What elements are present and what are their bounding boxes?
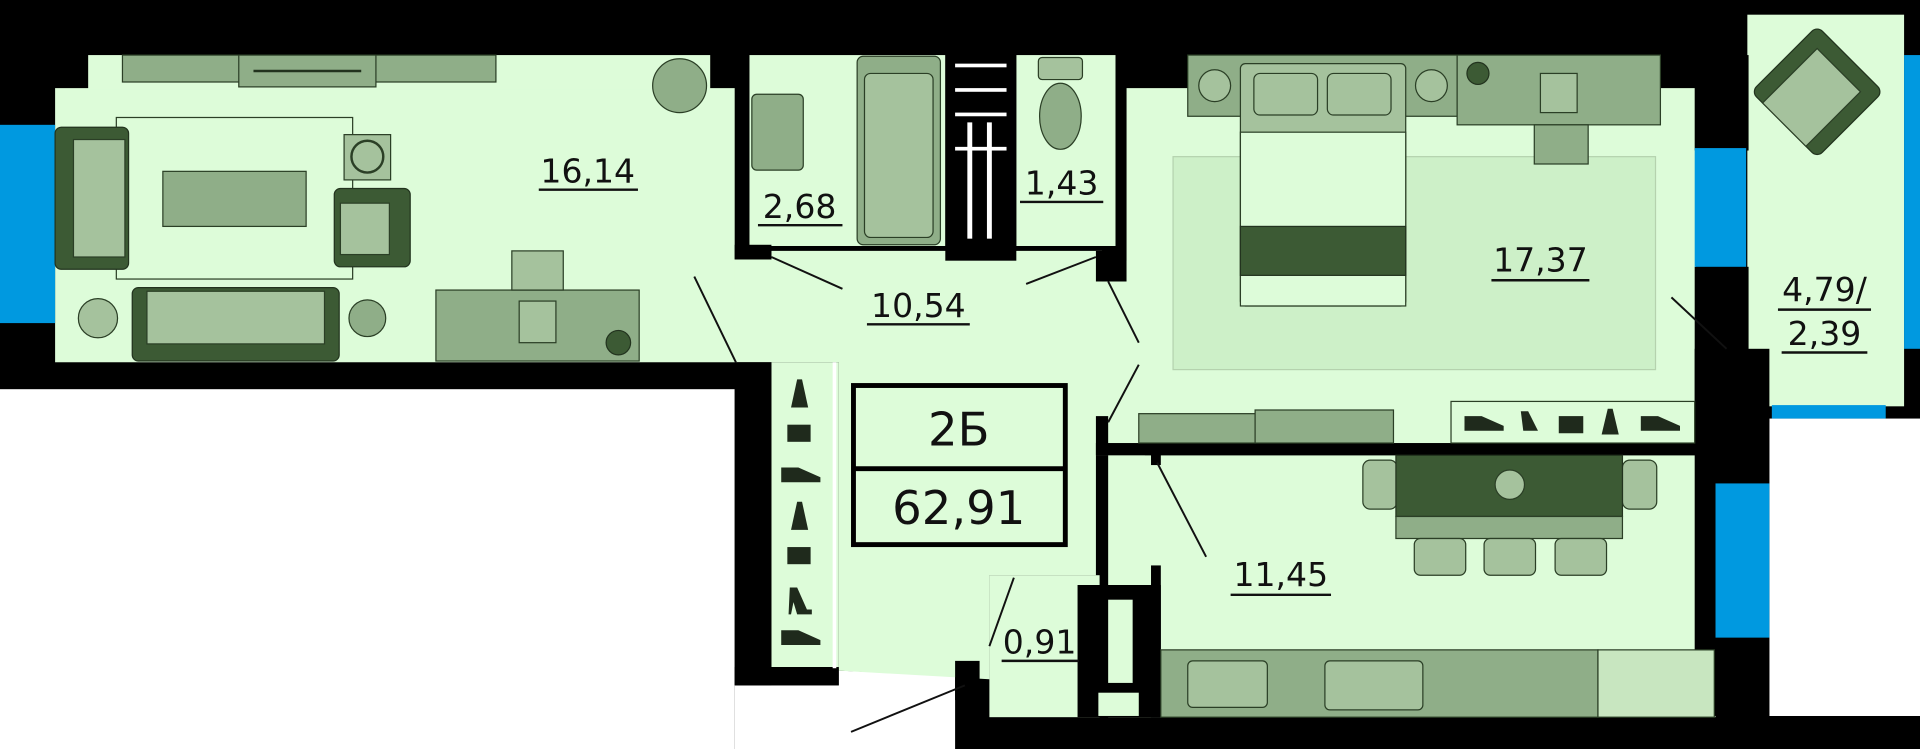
briefcase-icon xyxy=(787,547,811,565)
plant-icon xyxy=(652,58,708,114)
plant-icon xyxy=(77,298,119,339)
bedroom-furniture xyxy=(1138,54,1696,444)
total-area: 62,91 xyxy=(892,481,1025,535)
heel-icon xyxy=(788,587,812,615)
window-bedroom xyxy=(1694,148,1747,267)
hall-area: 10,54 xyxy=(871,286,966,325)
stove xyxy=(1324,660,1424,711)
laptop-icon xyxy=(1539,72,1578,114)
desk-chair xyxy=(511,250,564,291)
watermark-text: Домклик xyxy=(153,637,407,694)
briefcase-icon xyxy=(787,424,811,442)
bedroom-area: 17,37 xyxy=(1493,241,1588,280)
inner-walls xyxy=(734,55,1770,718)
shelf xyxy=(1138,413,1256,444)
storage-area: 0,91 xyxy=(1003,623,1077,662)
fridge xyxy=(1597,649,1715,718)
closet-items xyxy=(781,379,821,645)
window-balcony-bottom xyxy=(1771,405,1886,419)
windows xyxy=(0,55,1920,638)
balcony-armchair xyxy=(1753,28,1881,156)
wc-area: 1,43 xyxy=(1025,164,1099,203)
dress-icon xyxy=(791,379,809,408)
dress-icon xyxy=(791,501,809,530)
balcony-area-reduced: 2,39 xyxy=(1788,314,1862,353)
bath-fixtures xyxy=(751,55,1084,246)
window-living xyxy=(0,124,56,324)
kitchen-area: 11,45 xyxy=(1233,555,1328,594)
balcony-area-total: 4,79/ xyxy=(1782,270,1868,309)
sneaker-icon xyxy=(781,630,821,645)
apartment-info: 2Б 62,91 xyxy=(851,383,1068,548)
door-swings xyxy=(693,256,1728,733)
kitchen-furniture xyxy=(1160,454,1715,718)
heel-icon xyxy=(1520,411,1538,431)
chair xyxy=(1362,459,1398,510)
sink xyxy=(751,93,804,171)
toilet-tank xyxy=(1037,56,1084,81)
kitchen-sink xyxy=(1187,660,1268,709)
sneaker-icon xyxy=(781,467,821,483)
domclick-watermark: Домклик xyxy=(64,614,407,694)
briefcase-icon xyxy=(1558,416,1584,434)
plant-icon xyxy=(348,299,387,338)
sneaker-icon xyxy=(1464,416,1504,431)
bathroom-area: 2,68 xyxy=(763,187,837,226)
living-furniture xyxy=(54,54,708,362)
chair xyxy=(1621,459,1658,510)
coffee-table xyxy=(162,170,307,228)
closet-floor xyxy=(771,362,839,669)
room-labels: 16,14 2,68 1,43 10,54 17,37 4,79/ 2,39 1… xyxy=(538,151,1872,663)
apartment-type: 2Б xyxy=(928,402,990,456)
window-balcony-side xyxy=(1904,55,1920,349)
window-kitchen xyxy=(1715,483,1770,638)
house-logo-icon xyxy=(64,614,141,689)
sneaker-icon xyxy=(1640,416,1680,431)
toilet xyxy=(1038,82,1082,150)
dress-icon xyxy=(1601,408,1619,435)
living-room-area: 16,14 xyxy=(540,151,635,190)
